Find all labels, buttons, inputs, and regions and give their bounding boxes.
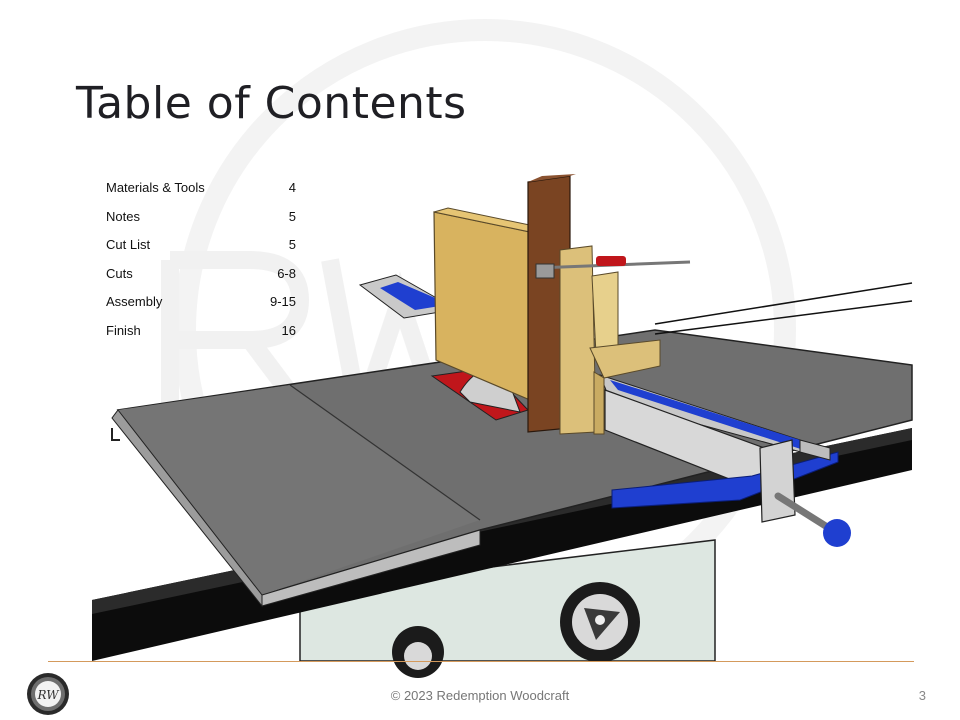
toc-label: Notes [106,208,140,224]
toc-row[interactable]: Cut List 5 [106,237,296,266]
toc-row[interactable]: Assembly 9-15 [106,294,296,323]
toc-row[interactable]: Notes 5 [106,209,296,238]
toc-list: Materials & Tools 4 Notes 5 Cut List 5 C… [106,180,296,352]
toc-label: Cuts [106,265,133,281]
page-number: 3 [918,688,926,703]
handwheel-left-icon [392,626,444,678]
toc-label: Cut List [106,237,151,253]
toc-page: 5 [288,237,296,253]
toc-label: Finish [106,322,141,338]
footer-copyright: © 2023 Redemption Woodcraft [390,688,570,703]
toc-row[interactable]: Finish 16 [106,323,296,352]
toc-page: 4 [288,180,296,195]
toc-label: Assembly [106,294,163,310]
company-logo-icon: RW [27,673,69,715]
toc-row[interactable]: Materials & Tools 4 [106,180,296,209]
page-title: Table of Contents [76,78,467,129]
toc-label: Materials & Tools [106,180,205,195]
toc-page: 16 [281,322,296,338]
toc-page: 9-15 [269,294,296,310]
logo-monogram: RW [36,688,60,702]
footer-divider [48,661,914,662]
toc-row[interactable]: Cuts 6-8 [106,266,296,295]
toc-page: 5 [288,208,296,224]
handwheel-icon [560,582,640,662]
toc-page: 6-8 [277,265,296,281]
